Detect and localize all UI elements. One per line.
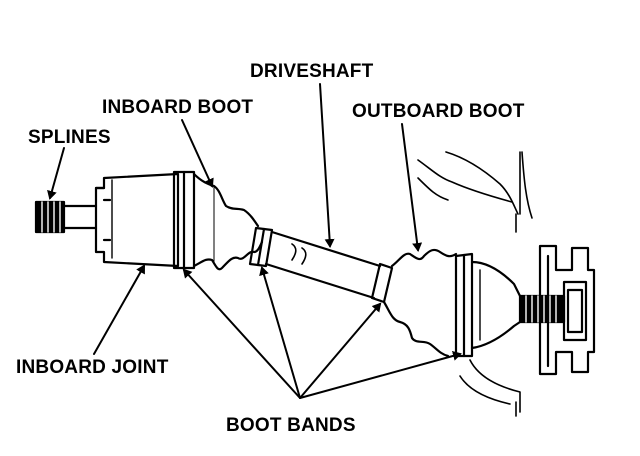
inboard-boot-inner-band [248,226,274,268]
leader-arrows [47,83,462,399]
label-inboard-boot: INBOARD BOOT [102,97,254,118]
arrow-band-3 [299,302,382,399]
outboard-stub-splines [518,294,566,324]
inboard-splines [34,200,98,234]
steering-knuckle [417,151,533,417]
arrow-inboard-joint [93,264,145,355]
inboard-joint-housing [94,172,180,268]
label-outboard-boot: OUTBOARD BOOT [352,101,525,122]
inboard-boot-band [172,170,196,270]
arrow-inboard-boot [181,119,214,188]
arrow-band-2 [259,266,301,399]
arrow-driveshaft [319,83,335,248]
outboard-joint-housing [470,260,522,350]
arrow-band-4 [299,351,462,399]
arrow-splines [47,147,65,200]
label-boot-bands: BOOT BANDS [226,415,356,436]
arrow-outboard-boot [401,123,423,252]
arrow-band-1 [182,268,301,399]
outboard-boot-inner-band [370,262,394,304]
outboard-boot-convolutions [382,248,458,358]
driveshaft-bar [264,230,382,300]
label-splines: SPLINES [28,127,111,148]
label-driveshaft: DRIVESHAFT [250,61,374,82]
outboard-boot-band [454,252,474,358]
label-inboard-joint: INBOARD JOINT [16,357,169,378]
